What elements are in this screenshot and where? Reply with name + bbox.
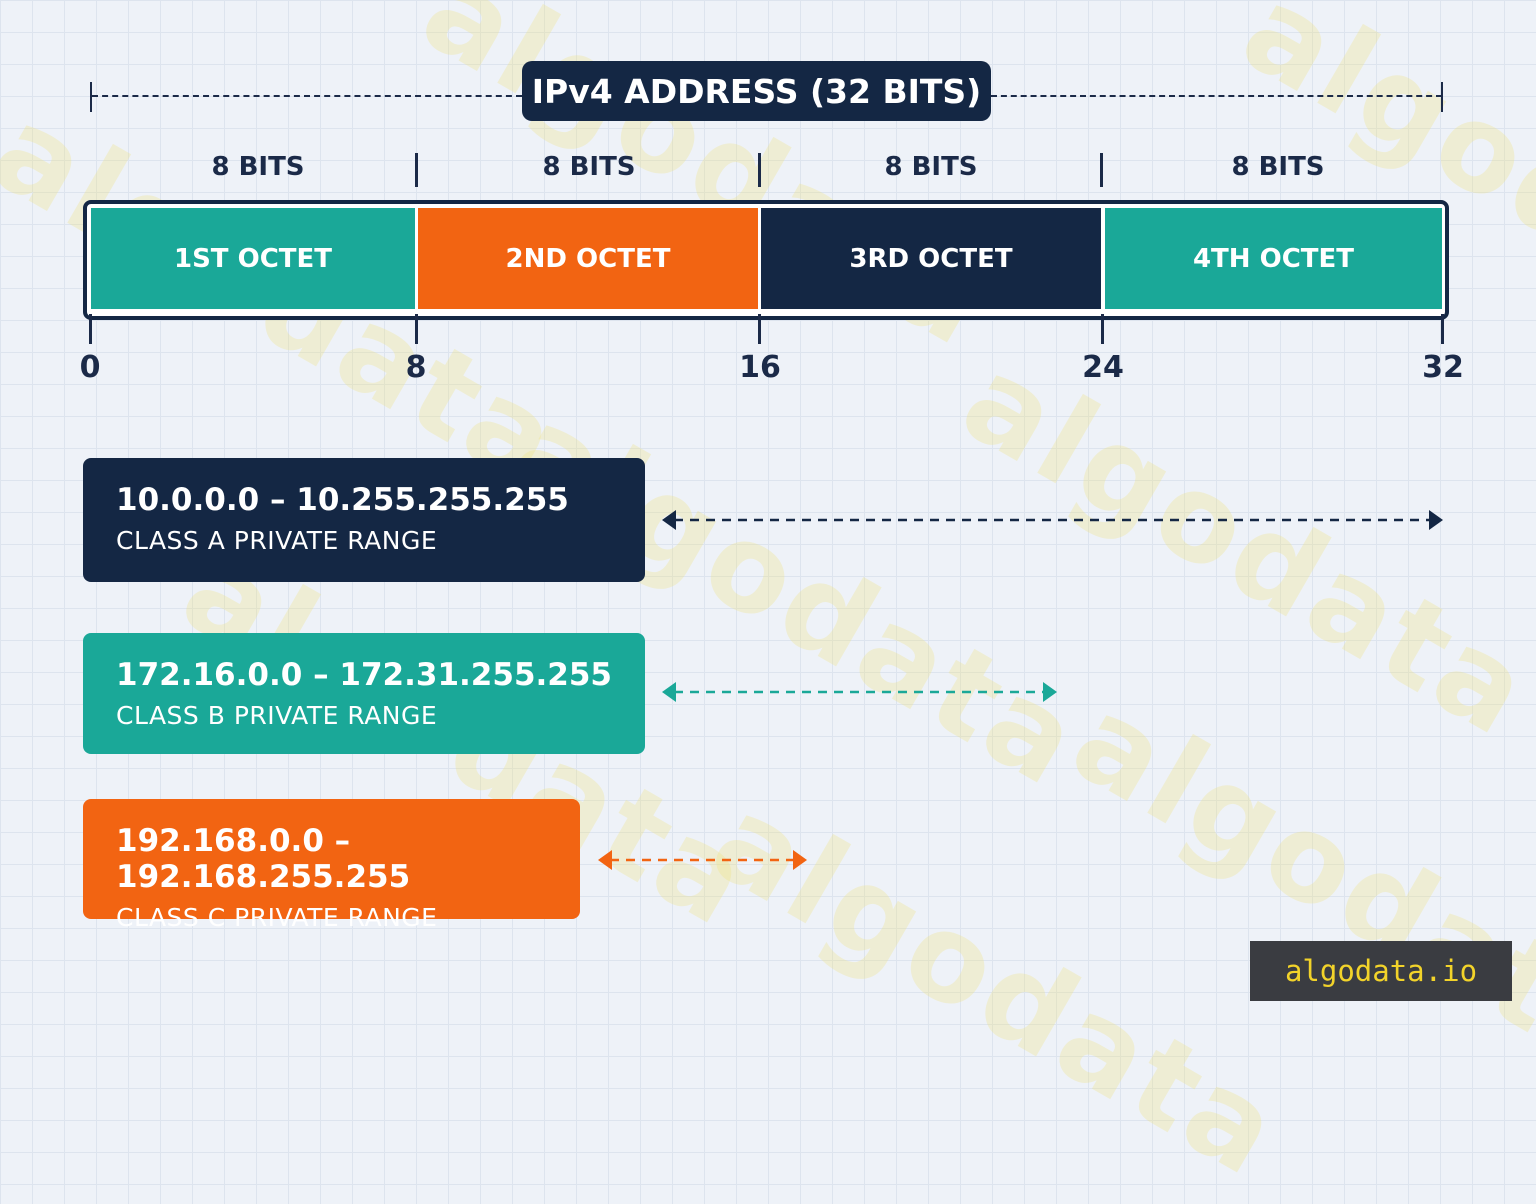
class-b-span-arrow (660, 677, 1060, 707)
octet-3: 3RD OCTET (761, 208, 1101, 309)
bits-separator-2 (758, 153, 761, 187)
bits-separator-1 (415, 153, 418, 187)
watermark-5: algodata (1051, 670, 1536, 1104)
scale-tick-8 (415, 314, 418, 344)
octet-4: 4TH OCTET (1105, 208, 1442, 309)
scale-label-0: 0 (50, 350, 130, 385)
watermark-6: algodata (691, 770, 1304, 1204)
scale-label-16: 16 (720, 350, 800, 385)
scale-label-32: 32 (1403, 350, 1483, 385)
title-left-end-tick (90, 82, 92, 112)
class-a-range: 10.0.0.0 – 10.255.255.255 (116, 482, 645, 518)
bits-label-1: 8 BITS (158, 152, 358, 182)
class-c-label: CLASS C PRIVATE RANGE (116, 903, 580, 932)
diagram-title: IPv4 ADDRESS (32 BITS) (522, 61, 991, 121)
scale-tick-0 (89, 314, 92, 344)
class-c-span-arrow (596, 845, 811, 875)
scale-label-8: 8 (376, 350, 456, 385)
algodata-logo: algodata.io (1250, 941, 1512, 1001)
class-b-range: 172.16.0.0 – 172.31.255.255 (116, 657, 645, 693)
class-c-card: 192.168.0.0 – 192.168.255.255 CLASS C PR… (83, 799, 580, 919)
class-a-card: 10.0.0.0 – 10.255.255.255 CLASS A PRIVAT… (83, 458, 645, 582)
class-c-range: 192.168.0.0 – 192.168.255.255 (116, 823, 580, 895)
watermark-8: algodata (1221, 0, 1536, 394)
class-b-label: CLASS B PRIVATE RANGE (116, 701, 645, 730)
class-a-label: CLASS A PRIVATE RANGE (116, 526, 645, 555)
title-right-end-tick (1441, 82, 1443, 112)
class-a-span-arrow (660, 505, 1450, 535)
bits-label-3: 8 BITS (831, 152, 1031, 182)
scale-tick-24 (1101, 314, 1104, 344)
bits-label-2: 8 BITS (489, 152, 689, 182)
title-left-dashed-line (92, 95, 522, 97)
bits-separator-3 (1100, 153, 1103, 187)
octet-1: 1ST OCTET (91, 208, 415, 309)
scale-label-24: 24 (1063, 350, 1143, 385)
bits-label-4: 8 BITS (1178, 152, 1378, 182)
scale-tick-32 (1441, 314, 1444, 344)
class-b-card: 172.16.0.0 – 172.31.255.255 CLASS B PRIV… (83, 633, 645, 754)
title-right-dashed-line (991, 95, 1442, 97)
octet-2: 2ND OCTET (418, 208, 758, 309)
scale-tick-16 (758, 314, 761, 344)
